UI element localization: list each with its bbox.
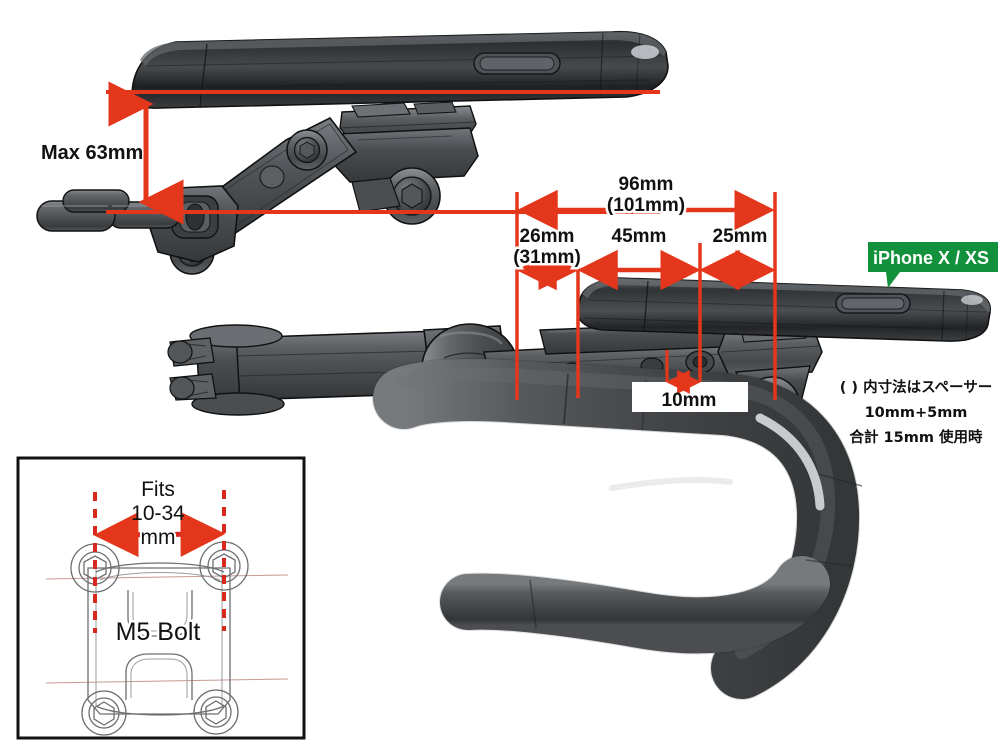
fits-label-line-2: 10-34 [131, 502, 185, 525]
dimension-segments: 26mm (31mm) 45mm 25mm [511, 226, 776, 291]
dimension-small-10mm: 10mm [632, 350, 748, 412]
spacer-note: ( ) 内寸法はスペーサー 10mm+5mm 合計 15mm 使用時 [840, 378, 993, 446]
m5-bolt-label: M5 Bolt [116, 618, 201, 646]
iphone-model-badge-label: iPhone X / XS [873, 248, 989, 268]
phone-side-button-main [835, 293, 911, 314]
segment-2-value: 45mm [612, 226, 667, 247]
max-height-label: Max 63mm [41, 142, 143, 164]
small-dimension-label: 10mm [662, 390, 717, 411]
segment-3-value: 25mm [713, 226, 768, 247]
spacer-note-line-1: ( ) 内寸法はスペーサー [840, 378, 993, 396]
fits-label-line-1: Fits [141, 478, 175, 501]
fits-label-line-3: mm [141, 526, 176, 549]
spacer-note-line-2: 10mm+5mm [865, 405, 968, 421]
top-view-assembly [36, 30, 669, 275]
segment-1-value: 26mm [520, 226, 575, 247]
iphone-model-badge: iPhone X / XS [868, 242, 998, 288]
segment-1-alt: (31mm) [513, 247, 581, 268]
drop-handlebar [372, 358, 863, 700]
phone-side-button-top [473, 52, 561, 75]
faceplate-fits-dimension [93, 511, 226, 558]
spacer-note-line-3: 合計 15mm 使用時 [849, 428, 983, 446]
phone-profile-top [131, 30, 669, 109]
overall-dimension-alt: (101mm) [607, 195, 685, 216]
overall-dimension-value: 96mm [619, 174, 674, 195]
